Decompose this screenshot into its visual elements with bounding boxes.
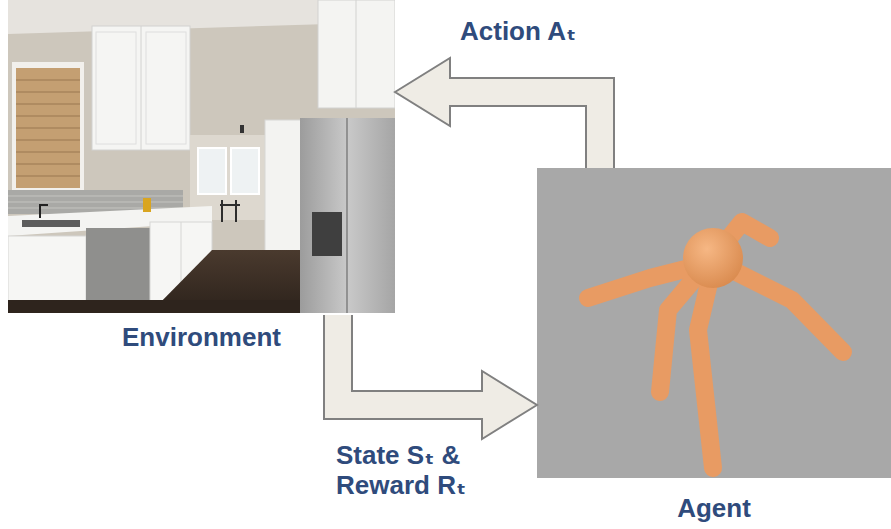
- kitchen-picture: [16, 151, 80, 153]
- kitchen-picture: [16, 80, 80, 176]
- kitchen-picture: [346, 118, 348, 313]
- kitchen-picture: [16, 79, 80, 81]
- kitchen-picture: [16, 115, 80, 117]
- agent-picture: [537, 168, 891, 478]
- arrow-head: [395, 58, 450, 126]
- flow-arrow: [338, 315, 537, 439]
- kitchen-picture: [312, 212, 342, 256]
- arrow-outline: [338, 315, 482, 405]
- kitchen-picture: [16, 163, 80, 165]
- picture-frame: [537, 168, 891, 478]
- agent-box: Agent: [537, 168, 891, 522]
- kitchen-picture: [16, 68, 80, 188]
- kitchen-picture: [8, 208, 183, 209]
- node-caption: Agent: [537, 494, 891, 522]
- kitchen-picture: [16, 91, 80, 93]
- agent-picture: [683, 228, 743, 288]
- edge-label: Action Aₜ: [460, 16, 640, 46]
- arrow-head: [482, 371, 537, 439]
- kitchen-picture: [12, 62, 84, 194]
- kitchen-picture: [8, 0, 395, 313]
- kitchen-picture: [318, 0, 395, 108]
- agent-picture: [537, 168, 891, 478]
- kitchen-picture: [96, 32, 136, 144]
- kitchen-picture: [40, 205, 48, 218]
- kitchen-picture: [8, 0, 395, 313]
- kitchen-picture: [198, 148, 226, 194]
- kitchen-picture: [8, 196, 183, 197]
- kitchen-picture: [231, 148, 259, 194]
- kitchen-picture: [220, 200, 240, 222]
- kitchen-picture: [8, 202, 183, 203]
- kitchen-picture: [22, 220, 80, 227]
- kitchen-picture: [143, 198, 151, 212]
- kitchen-picture: [92, 26, 190, 150]
- edge-label: State Sₜ & Reward Rₜ: [336, 440, 486, 500]
- kitchen-picture: [8, 196, 183, 208]
- flow-arrow: [395, 58, 600, 168]
- node-caption: Environment: [8, 323, 395, 351]
- kitchen-picture: [356, 0, 357, 108]
- kitchen-picture: [240, 125, 244, 133]
- agent-picture: [698, 266, 713, 468]
- kitchen-picture: [16, 139, 80, 141]
- arrow-fill: [447, 92, 600, 168]
- kitchen-picture: [8, 236, 86, 306]
- kitchen-picture: [16, 127, 80, 129]
- picture-frame: [8, 0, 395, 315]
- agent-picture: [588, 222, 843, 468]
- kitchen-picture: [86, 228, 150, 310]
- arrow-fill: [338, 315, 485, 405]
- environment-box: Environment: [8, 0, 395, 351]
- kitchen-picture: [16, 175, 80, 177]
- kitchen-picture: [300, 118, 395, 313]
- kitchen-picture: [146, 32, 186, 144]
- kitchen-picture: [16, 103, 80, 105]
- kitchen-picture: [141, 26, 142, 150]
